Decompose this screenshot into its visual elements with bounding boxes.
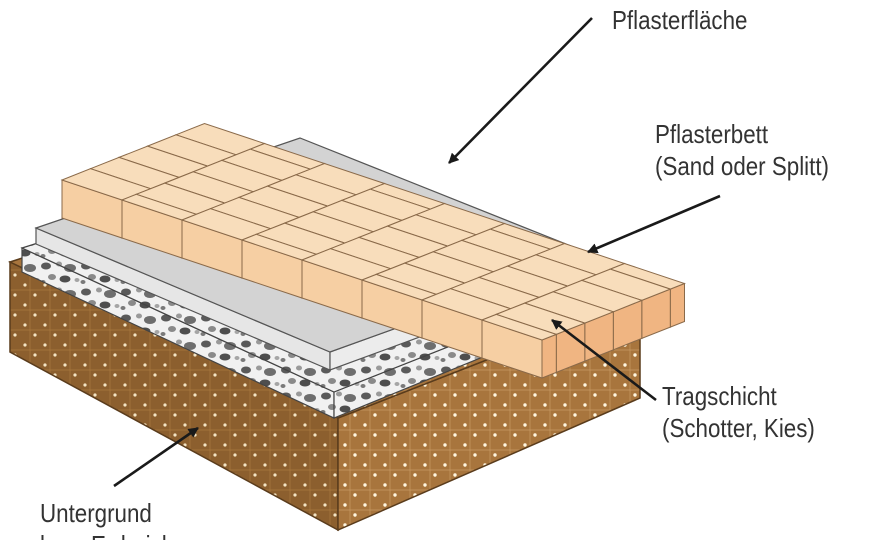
leader-arrows [113,17,721,488]
label-line: (Schotter, Kies) [662,413,815,443]
arrow-subgrade [113,426,199,488]
arrow-base-layer [551,318,657,402]
paving-stone-top [480,313,558,341]
label-line: Pflasterfläche [612,5,748,35]
label-line: Untergrund [40,498,152,528]
label-base-layer: Tragschicht (Schotter, Kies) [662,380,815,444]
arrow-paving-bed [587,194,721,254]
label-line: Tragschicht [662,381,777,411]
label-paving-surface: Pflasterfläche [612,4,747,36]
label-subgrade: Untergrund bzw. Erdreich [40,497,174,540]
arrow-paving-surface [448,17,593,164]
label-line: Pflasterbett [655,119,769,149]
paving-stones [60,122,686,379]
label-line: bzw. Erdreich [40,529,174,540]
label-paving-bed: Pflasterbett (Sand oder Splitt) [655,118,829,182]
label-line: (Sand oder Splitt) [655,151,830,181]
paving-stone [480,313,558,379]
paving-stone-front [541,333,557,379]
paving-stone-front [669,282,685,328]
